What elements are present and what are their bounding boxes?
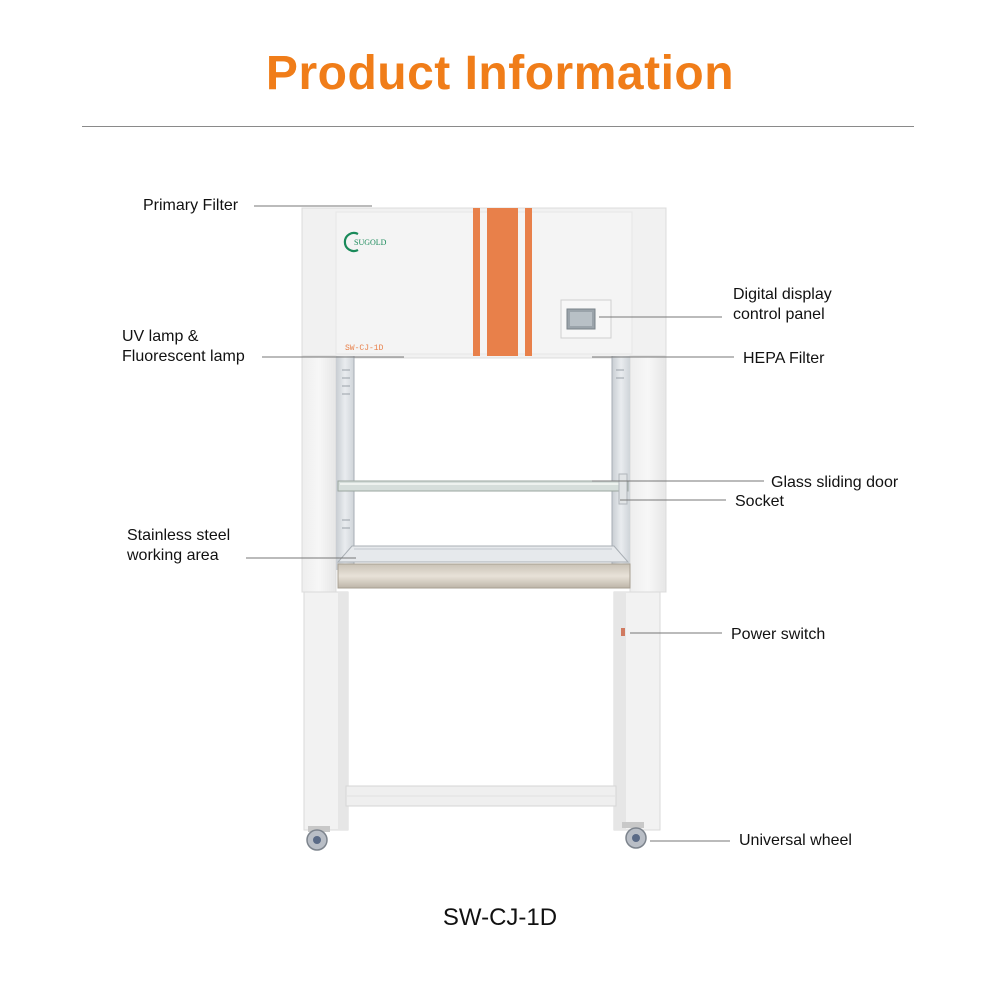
orange-stripe-right [525,208,532,356]
title-divider [82,126,914,127]
label-primary-filter: Primary Filter [143,197,239,214]
orange-stripe-center [487,208,518,356]
label-hepa-filter: HEPA Filter [743,350,825,367]
label-digital-display-line1: Digital display [733,286,832,303]
right-wheel [622,822,647,849]
orange-stripe-left [473,208,480,356]
label-stainless-line1: Stainless steel [127,527,231,544]
label-universal-wheel: Universal wheel [739,832,852,849]
label-glass-sliding-door: Glass sliding door [771,474,899,491]
power-switch [621,628,625,636]
left-side-post [301,355,337,593]
right-side-post [629,355,667,593]
brand-logo: SUGOLD [343,231,387,253]
label-stainless-line2: working area [127,547,219,564]
brand-logo-text: SUGOLD [354,238,387,247]
label-uv-lamp-line1: UV lamp & [122,328,199,345]
socket [618,473,628,505]
left-wheel [306,826,330,851]
unit-marking: SW-CJ-1D [345,344,384,353]
label-uv-lamp-line2: Fluorescent lamp [122,348,245,365]
label-socket: Socket [735,493,784,510]
page-title: Product Information [265,47,735,100]
glass-sliding-door [337,480,629,492]
label-digital-display-line2: control panel [733,306,825,323]
label-power-switch: Power switch [731,626,826,643]
model-caption: SW-CJ-1D [442,904,558,931]
digital-display-panel [560,299,612,339]
stainless-work-area [336,545,631,589]
